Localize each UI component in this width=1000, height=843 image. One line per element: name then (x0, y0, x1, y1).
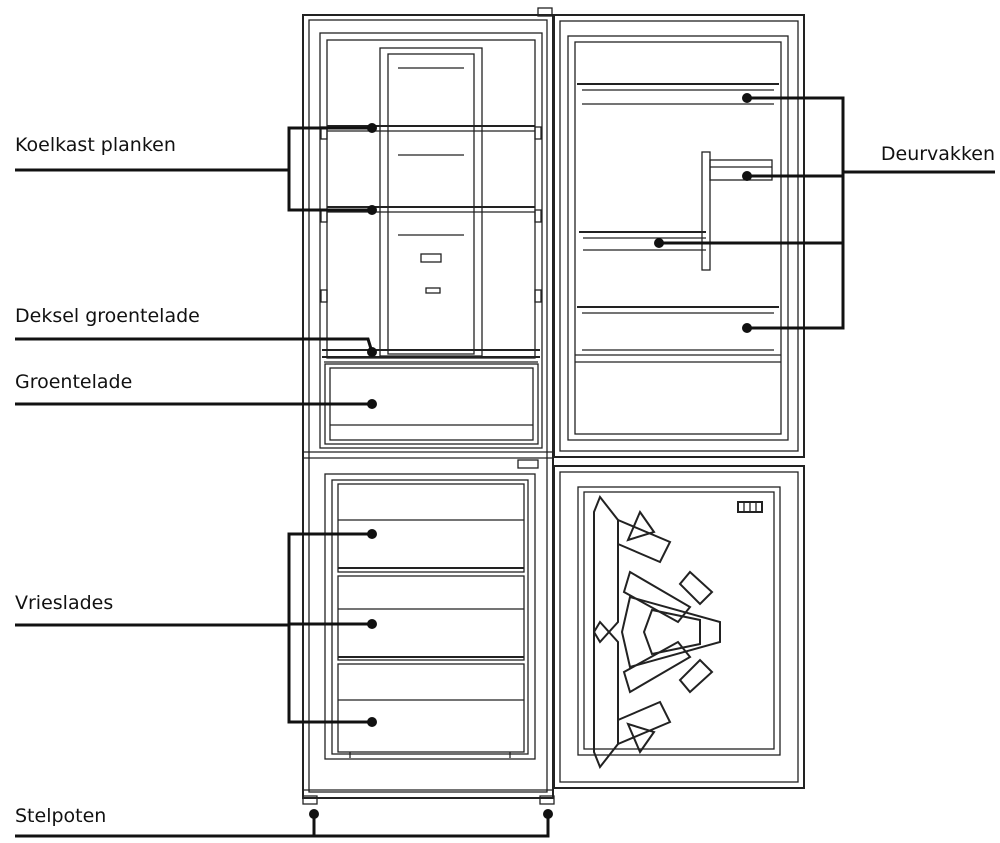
cabinet-base (302, 789, 555, 805)
snowflake-icon (593, 495, 721, 769)
label-door-shelves: Deurvakken (881, 143, 995, 165)
callout-freezer-drawers (15, 529, 377, 727)
callout-door-shelves (654, 93, 995, 333)
callout-crisper-cover (15, 337, 377, 357)
label-crisper-cover: Deksel groentelade (15, 305, 200, 327)
fridge-door (553, 14, 805, 458)
hinge-middle (517, 459, 539, 469)
fridge-shelf-1 (327, 125, 535, 132)
freezer-compartment (324, 473, 536, 760)
door-shelf-1 (577, 83, 779, 105)
label-feet: Stelpoten (15, 805, 106, 827)
label-fridge-shelves: Koelkast planken (15, 134, 176, 156)
freezer-drawer-3 (337, 663, 525, 758)
label-freezer-drawers: Vrieslades (15, 592, 113, 614)
freezer-drawer-1 (337, 483, 525, 573)
freezer-door (553, 465, 805, 789)
fridge-shelf-2 (327, 206, 535, 213)
freezer-drawer-2 (337, 575, 525, 661)
door-shelf-4 (577, 306, 779, 351)
door-shelf-3 (579, 231, 706, 251)
callout-feet (15, 809, 553, 838)
crisper-cover (322, 349, 540, 363)
hinge-top (537, 7, 553, 17)
fridge-compartment (319, 32, 543, 449)
fridge-cabinet (302, 14, 554, 799)
door-shelf-2 (701, 151, 773, 271)
callout-fridge-shelves (15, 123, 377, 215)
callout-crisper (15, 399, 377, 409)
label-crisper: Groentelade (15, 371, 132, 393)
